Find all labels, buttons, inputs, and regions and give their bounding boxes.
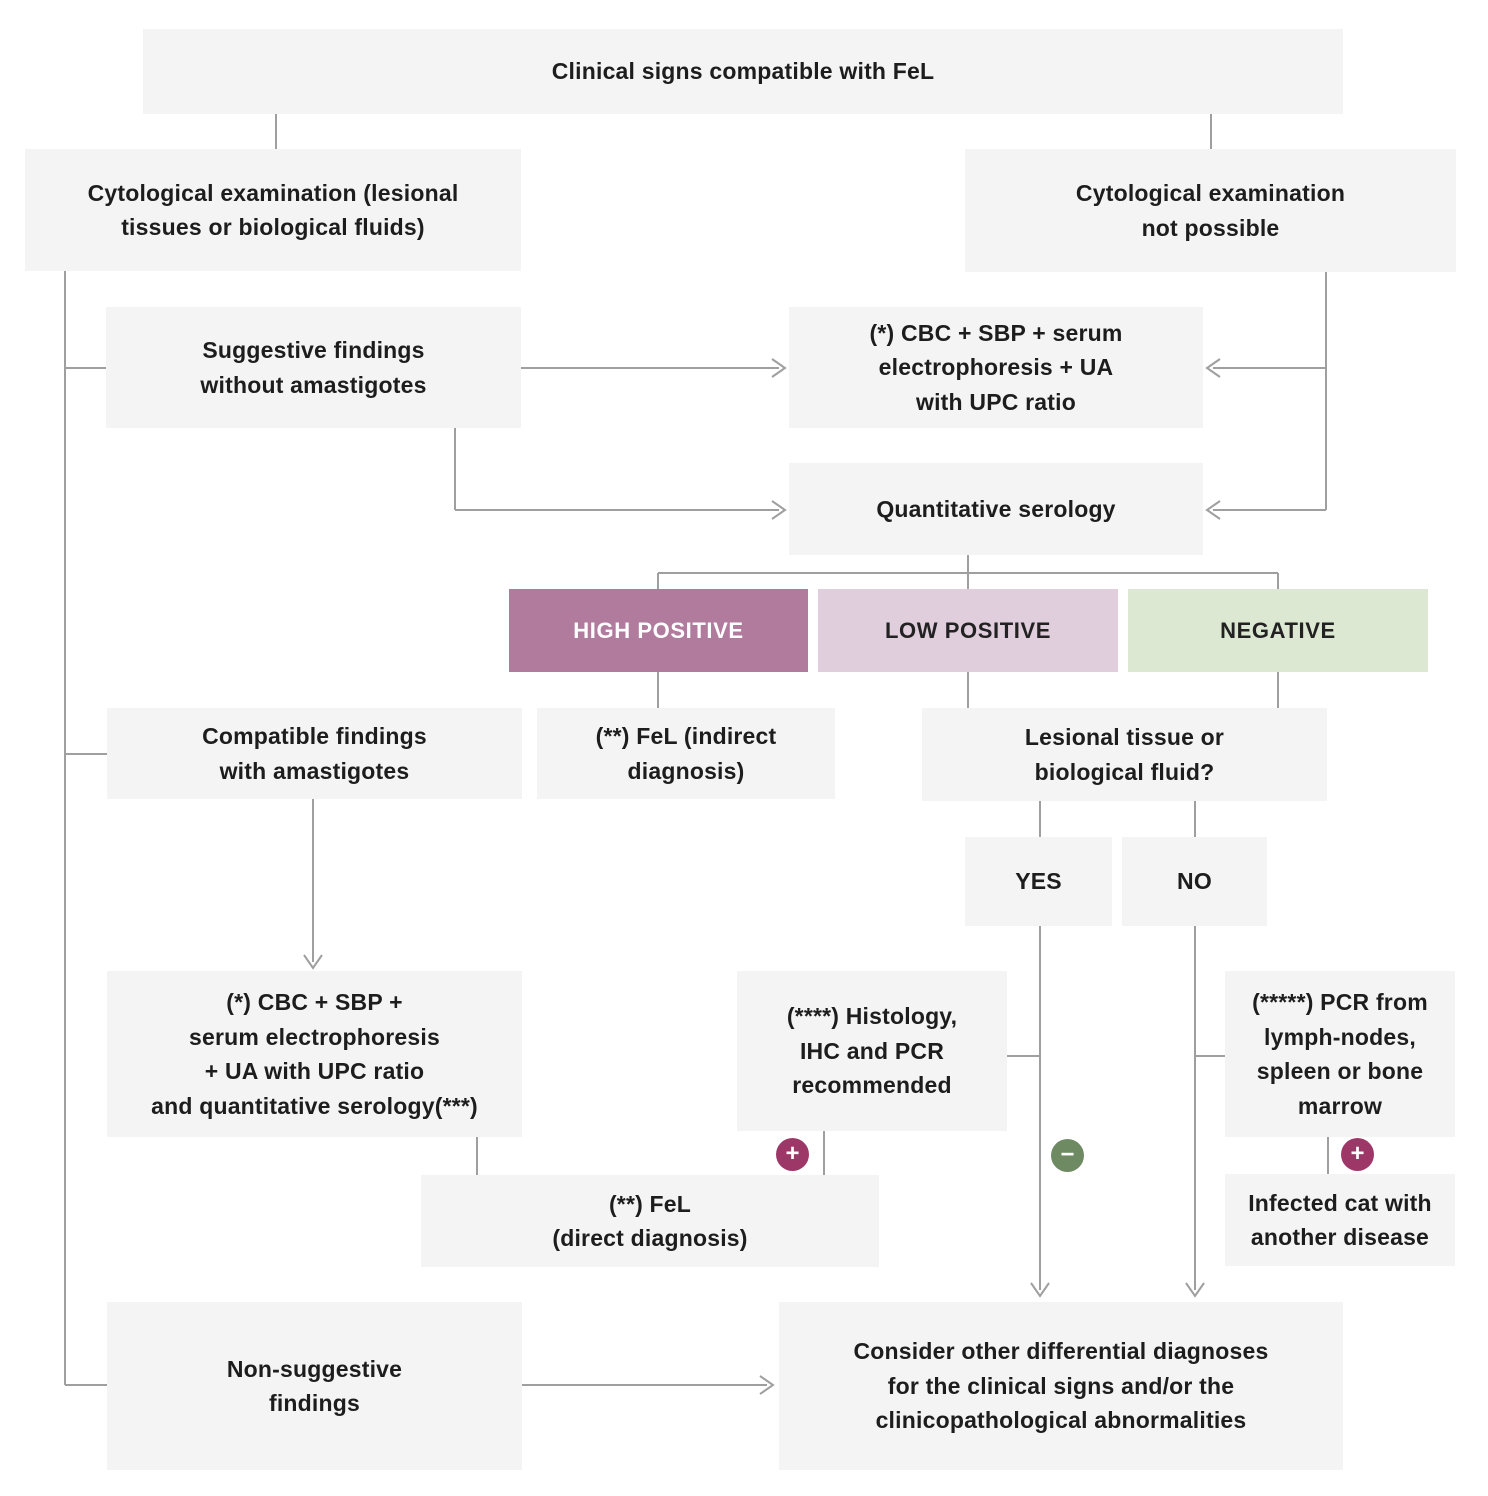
fel-indirect-diagnosis-box: (**) FeL (indirect diagnosis): [537, 708, 835, 799]
fel-direct-diagnosis-box: (**) FeL (direct diagnosis): [421, 1175, 879, 1267]
plus-glyph: +: [785, 1140, 800, 1167]
no-box: NO: [1122, 837, 1267, 926]
high-positive-result-box: HIGH POSITIVE: [509, 589, 808, 672]
arrowhead-serology-left: [771, 500, 787, 520]
cytology-not-possible-box: Cytological examination not possible: [965, 149, 1456, 272]
consider-differentials-box: Consider other differential diagnoses fo…: [779, 1302, 1343, 1470]
plus-glyph: +: [1350, 1140, 1365, 1167]
cbc-workup-box: (*) CBC + SBP + serum electrophoresis + …: [789, 307, 1203, 428]
arrowhead-serology-right: [1205, 500, 1221, 520]
plus-icon: +: [776, 1138, 809, 1171]
arrowhead-consider-left: [759, 1375, 775, 1395]
arrowhead-consider-yes: [1030, 1282, 1050, 1298]
minus-icon: −: [1051, 1139, 1084, 1172]
cbc-serology-workup-box: (*) CBC + SBP + serum electrophoresis + …: [107, 971, 522, 1137]
compatible-findings-box: Compatible findings with amastigotes: [107, 708, 522, 799]
suggestive-findings-box: Suggestive findings without amastigotes: [106, 307, 521, 428]
arrowhead-cbc-left: [771, 358, 787, 378]
plus-icon: +: [1341, 1138, 1374, 1171]
minus-glyph: −: [1060, 1141, 1075, 1168]
arrowhead-cbc-right: [1205, 358, 1221, 378]
yes-box: YES: [965, 837, 1112, 926]
low-positive-result-box: LOW POSITIVE: [818, 589, 1118, 672]
non-suggestive-findings-box: Non-suggestive findings: [107, 1302, 522, 1470]
cytology-possible-box: Cytological examination (lesional tissue…: [25, 149, 521, 271]
pcr-sampling-box: (*****) PCR from lymph-nodes, spleen or …: [1225, 971, 1455, 1137]
lesional-tissue-question-box: Lesional tissue or biological fluid?: [922, 708, 1327, 801]
quantitative-serology-box: Quantitative serology: [789, 463, 1203, 555]
clinical-signs-box: Clinical signs compatible with FeL: [143, 29, 1343, 114]
infected-other-disease-box: Infected cat with another disease: [1225, 1174, 1455, 1266]
negative-result-box: NEGATIVE: [1128, 589, 1428, 672]
arrowhead-consider-no: [1185, 1282, 1205, 1298]
arrowhead-workup-down: [303, 954, 323, 970]
histology-ihc-pcr-box: (****) Histology, IHC and PCR recommende…: [737, 971, 1007, 1131]
